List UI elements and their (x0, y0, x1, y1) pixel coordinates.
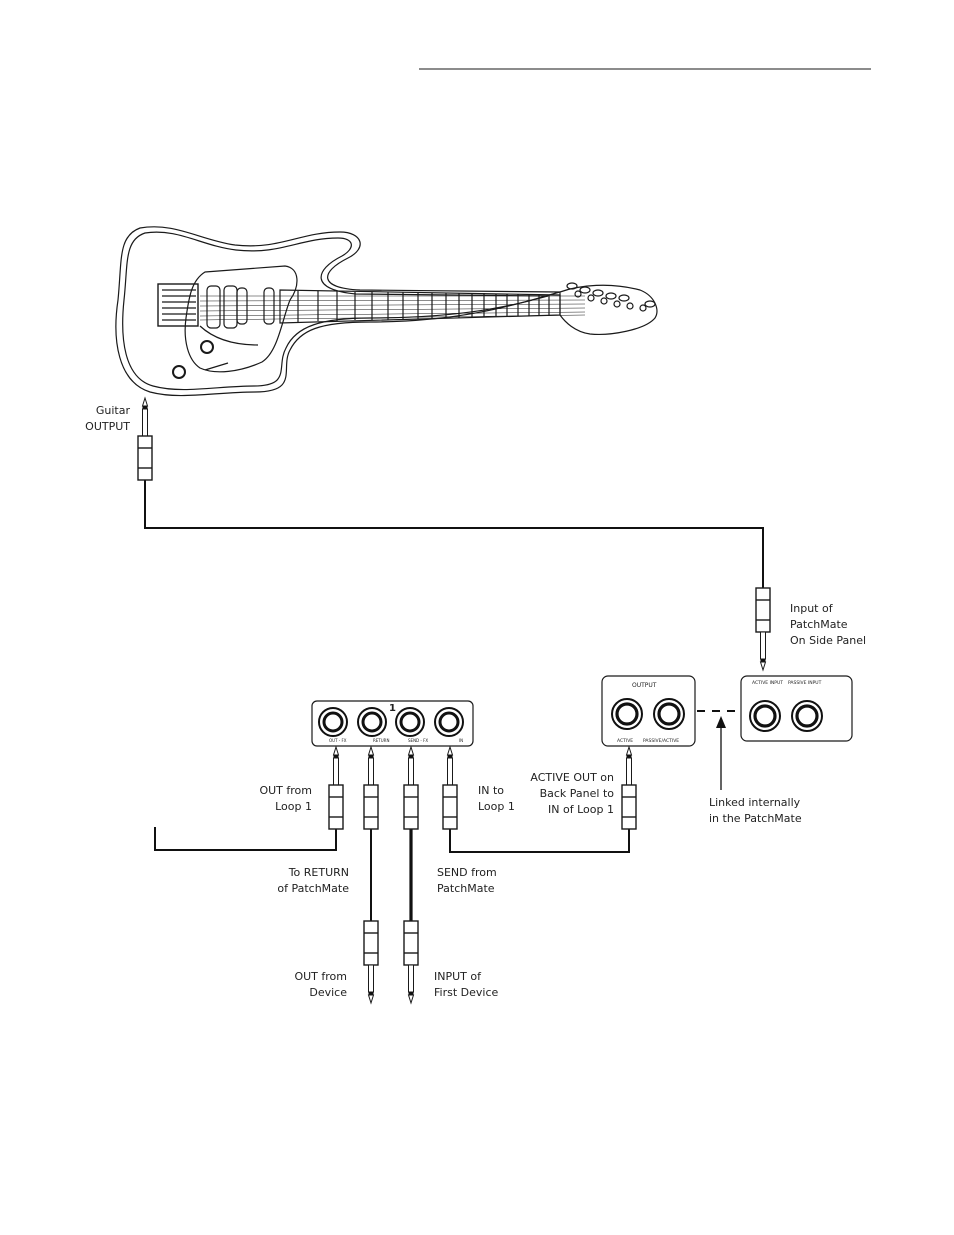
output-panel-title: OUTPUT (632, 682, 657, 689)
input-jack-passive[interactable] (791, 700, 823, 732)
plug-return[interactable] (363, 745, 379, 830)
loop-jack-label-out: OUT - FX (329, 738, 347, 743)
loop-jack-label-in: IN (459, 738, 463, 743)
loop-jack-out[interactable] (318, 707, 348, 737)
cable-out-from-loop (154, 827, 337, 851)
plug-send[interactable] (403, 745, 419, 830)
output-jack-label-passive-active: PASSIVE/ACTIVE (643, 738, 679, 744)
loop-jack-return[interactable] (357, 707, 387, 737)
loop-jack-send[interactable] (395, 707, 425, 737)
input-panel: ACTIVE INPUT PASSIVE INPUT (740, 675, 853, 742)
cables (144, 480, 764, 923)
input-jack-label-active: ACTIVE INPUT (752, 680, 783, 686)
input-jack-label-passive: PASSIVE INPUT (788, 680, 822, 686)
plug-guitar-output[interactable] (137, 396, 153, 481)
plug-patchmate-input[interactable] (755, 587, 771, 672)
loop-panel: 1 OUT - FX RETURN SEND - FX IN (311, 700, 474, 747)
input-jack-active[interactable] (749, 700, 781, 732)
loop-jack-label-return: RETURN (373, 738, 389, 743)
plug-in-loop[interactable] (442, 745, 458, 830)
output-jack-passive-active[interactable] (653, 698, 685, 730)
plug-out-from-device[interactable] (363, 920, 379, 1005)
plugs (137, 396, 771, 1005)
linked-arrow (716, 716, 726, 790)
plug-active-out[interactable] (621, 745, 637, 830)
cable-guitar-to-patchmate (144, 480, 764, 588)
output-jack-active[interactable] (611, 698, 643, 730)
output-jack-label-active: ACTIVE (617, 738, 633, 744)
guitar-illustration (115, 226, 658, 397)
loop-jack-label-send: SEND - FX (408, 738, 428, 743)
loop-jack-in[interactable] (434, 707, 464, 737)
loop-number: 1 (389, 703, 396, 714)
plug-out-from-loop[interactable] (328, 745, 344, 830)
plug-input-first-device[interactable] (403, 920, 419, 1005)
output-panel: OUTPUT ACTIVE PASSIVE/ACTIVE (601, 675, 696, 747)
cable-active-out-to-in (449, 827, 630, 853)
